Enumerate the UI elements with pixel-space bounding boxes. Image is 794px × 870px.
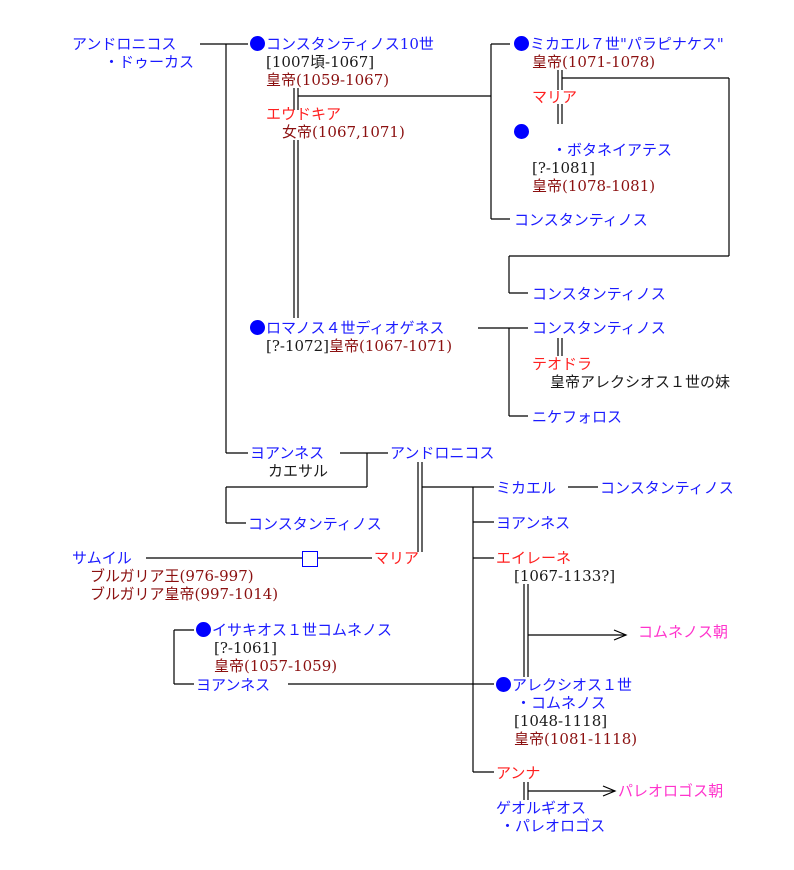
- dynasty-komnenos: コムネノス朝: [638, 623, 729, 641]
- person-ioannes-caesar: ヨアンネス カエサル: [250, 444, 329, 480]
- person-nikephoros-iii: ・ボタネイアテス [?-1081] 皇帝(1078-1081): [514, 123, 672, 195]
- emperor-marker-icon: [514, 36, 529, 51]
- person-nikephoros-romanos: ニケフォロス: [532, 408, 623, 426]
- emperor-marker-icon: [196, 622, 211, 637]
- person-georgios-palaiologos: ゲオルギオス ・パレオロゴス: [496, 799, 606, 835]
- person-maria-bulgaria: マリア: [374, 549, 420, 567]
- person-anna: アンナ: [496, 764, 541, 782]
- person-maria-alania: マリア: [532, 88, 578, 106]
- person-constantine-x: コンスタンティノス10世 [1007頃-1067] 皇帝(1059-1067): [250, 35, 434, 89]
- person-samuil: サムイル ブルガリア王(976-997) ブルガリア皇帝(997-1014): [72, 549, 279, 603]
- person-ioannes-komnenos: ヨアンネス: [196, 676, 271, 694]
- person-isaac-i: イサキオス１世コムネノス [?-1061] 皇帝(1057-1059): [196, 621, 392, 675]
- person-eudokia: エウドキア 女帝(1067,1071): [266, 105, 405, 141]
- person-ioannes-son: ヨアンネス: [496, 514, 571, 532]
- person-constantine-grandson: コンスタンティノス: [532, 285, 666, 303]
- emperor-marker-icon: [514, 124, 529, 139]
- person-andronikos-doukas: アンドロニコス ・ドゥーカス: [72, 35, 195, 71]
- person-constantine-michael: コンスタンティノス: [600, 479, 734, 497]
- person-andronikos: アンドロニコス: [390, 444, 495, 462]
- unknown-person-box: [302, 551, 318, 567]
- person-alexios-i: アレクシオス１世 ・コムネノス [1048-1118] 皇帝(1081-1118…: [496, 676, 637, 748]
- person-constantine-ioannes: コンスタンティノス: [248, 515, 382, 533]
- person-eirene: エイレーネ [1067-1133?]: [496, 549, 616, 585]
- person-michael: ミカエル: [496, 479, 557, 497]
- person-constantine-son: コンスタンティノス: [514, 211, 648, 229]
- dynasty-palaiologos: パレオロゴス朝: [618, 782, 724, 800]
- emperor-marker-icon: [250, 36, 265, 51]
- emperor-marker-icon: [496, 677, 511, 692]
- person-michael-vii: ミカエル７世"パラピナケス" 皇帝(1071-1078): [514, 35, 724, 71]
- emperor-marker-icon: [250, 320, 265, 335]
- person-theodora: テオドラ 皇帝アレクシオス１世の妹: [532, 355, 731, 391]
- person-constantine-romanos: コンスタンティノス: [532, 319, 666, 337]
- person-romanos-iv: ロマノス４世ディオゲネス [?-1072]皇帝(1067-1071): [250, 319, 452, 355]
